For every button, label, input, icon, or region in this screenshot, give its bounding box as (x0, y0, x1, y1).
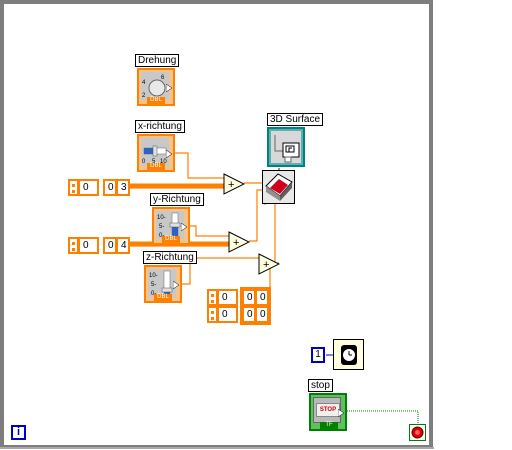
z-richtung-label: z-Richtung (143, 251, 197, 264)
svg-text:10: 10 (160, 159, 167, 165)
vertical-slider-icon: 10- 5- 0- (156, 211, 184, 239)
svg-text:+: + (228, 179, 234, 191)
dbl-type-tag: DBL (147, 97, 165, 104)
horizontal-slider-icon: 0 5 10 (141, 138, 169, 166)
array-col-index-value[interactable]: 0 (217, 306, 238, 323)
control-arrow-icon (166, 150, 172, 158)
array-element-x[interactable]: 0 (103, 179, 117, 196)
svg-text:10-: 10- (149, 273, 158, 279)
svg-text:+: + (263, 259, 269, 271)
array-element-y[interactable]: 3 (116, 179, 130, 196)
svg-text:5-: 5- (159, 224, 164, 230)
control-arrow-icon (338, 409, 344, 417)
control-arrow-icon (173, 281, 179, 289)
dbl-type-tag: DBL (154, 294, 172, 301)
array-index-value[interactable]: 0 (78, 179, 99, 196)
dbl-type-tag: DBL (147, 163, 165, 170)
svg-text:2: 2 (142, 93, 146, 99)
wait-constant[interactable]: 1 (311, 347, 325, 363)
vertical-slider-icon: 10- 5- 0- (148, 269, 176, 297)
3d-graph-icon (271, 131, 301, 163)
array-index-value[interactable]: 0 (78, 237, 99, 254)
x-richtung-label: x-richtung (135, 120, 185, 133)
add-node-2[interactable]: + (228, 231, 250, 253)
wait-ms-icon[interactable] (333, 339, 364, 370)
add-node-3[interactable]: + (258, 253, 280, 275)
svg-text:5: 5 (152, 159, 156, 165)
3d-surface-terminal[interactable] (267, 127, 305, 167)
knob-icon: 4 6 2 (141, 72, 169, 100)
y-richtung-slider-terminal[interactable]: 10- 5- 0- DBL (152, 207, 190, 245)
stop-button-terminal[interactable]: STOP TF (309, 393, 347, 431)
stop-label: stop (308, 379, 333, 392)
array-element[interactable]: 0 (242, 289, 256, 306)
3d-surface-vi-icon[interactable] (262, 170, 295, 204)
while-loop-frame (0, 0, 434, 449)
svg-text:0-: 0- (159, 233, 164, 239)
drehung-label: Drehung (135, 54, 180, 67)
y-richtung-label: y-Richtung (150, 193, 204, 206)
control-arrow-icon (181, 223, 187, 231)
array-element[interactable]: 0 (255, 289, 269, 306)
x-richtung-slider-terminal[interactable]: 0 5 10 DBL (137, 134, 175, 172)
3d-surface-label: 3D Surface (267, 113, 324, 126)
loop-condition-stop-icon[interactable] (409, 424, 426, 441)
add-node-1[interactable]: + (223, 173, 245, 195)
tf-type-tag: TF (320, 422, 338, 429)
stop-button-face: STOP (313, 397, 341, 423)
drehung-knob-terminal[interactable]: 4 6 2 DBL (137, 68, 175, 106)
z-richtung-slider-terminal[interactable]: 10- 5- 0- DBL (144, 265, 182, 303)
svg-text:+: + (233, 237, 239, 249)
control-arrow-icon (166, 84, 172, 92)
svg-text:10-: 10- (157, 215, 166, 221)
svg-text:6: 6 (161, 75, 165, 81)
iteration-terminal[interactable]: i (11, 425, 26, 440)
svg-text:0-: 0- (151, 291, 156, 297)
array-element-x[interactable]: 0 (103, 237, 117, 254)
array-element-y[interactable]: 4 (116, 237, 130, 254)
dbl-type-tag: DBL (162, 236, 180, 243)
stop-button-text: STOP (316, 403, 340, 417)
array-element[interactable]: 0 (242, 306, 256, 323)
svg-text:5-: 5- (151, 282, 156, 288)
array-row-index-value[interactable]: 0 (217, 289, 238, 306)
svg-text:0: 0 (142, 159, 146, 165)
array-element[interactable]: 0 (255, 306, 269, 323)
svg-text:4: 4 (142, 80, 146, 86)
